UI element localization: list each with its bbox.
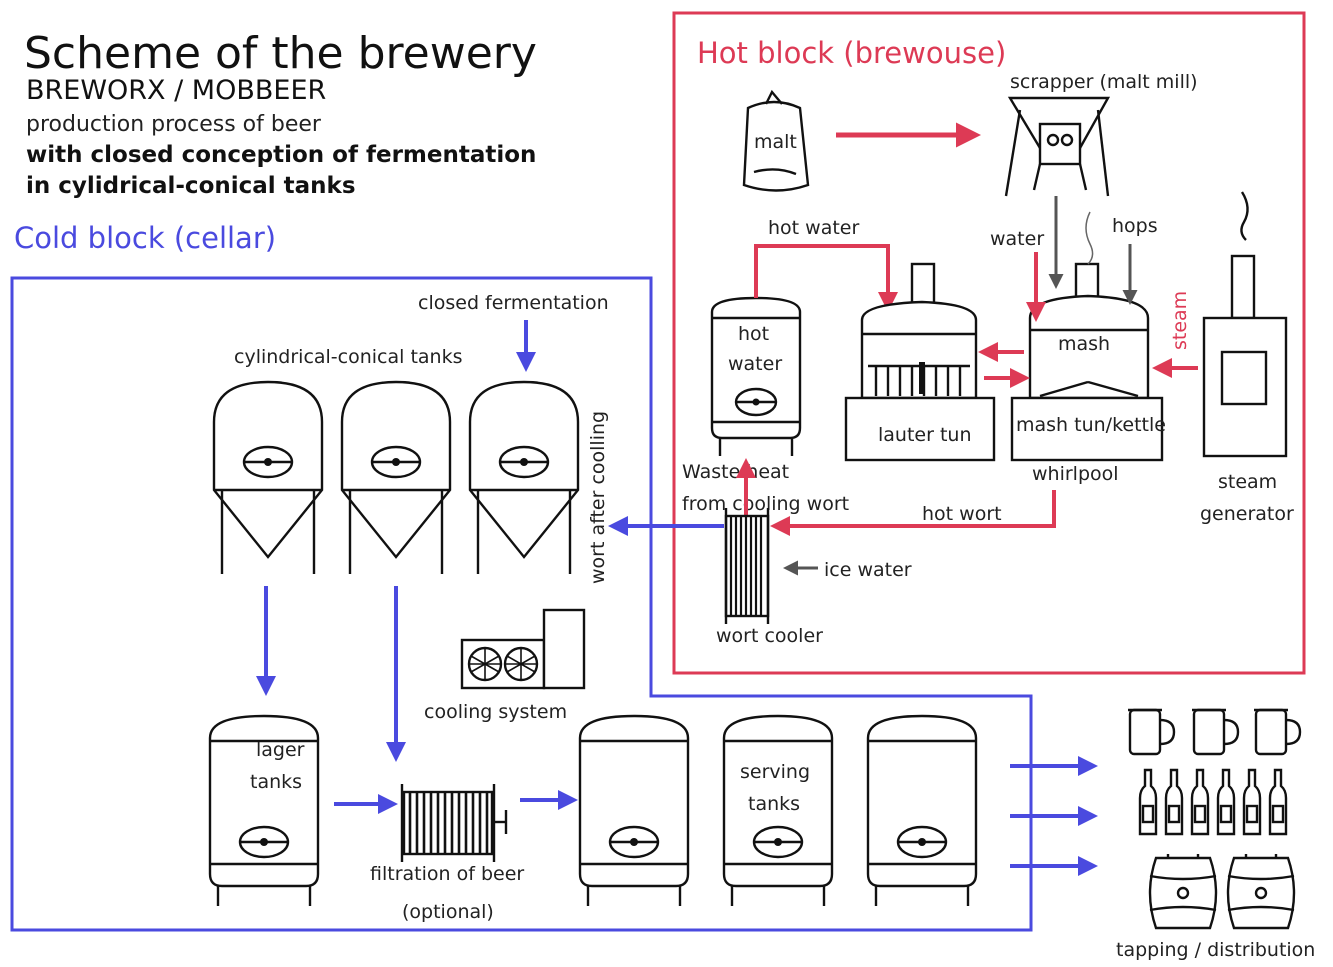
cooling-system: cooling system bbox=[424, 608, 586, 723]
wort-cooler: wort cooler bbox=[716, 508, 823, 647]
hops-label: hops bbox=[1112, 215, 1158, 237]
wort-after-cooling-label: wort after coolling bbox=[587, 411, 609, 584]
steam-label: steam bbox=[1169, 291, 1191, 350]
description-line-2: with closed conception of fermentation bbox=[26, 142, 536, 168]
hot-water-tank-label-2: water bbox=[728, 353, 782, 375]
lager-label-1: lager bbox=[256, 739, 305, 761]
lager-label-2: tanks bbox=[250, 771, 302, 793]
beer-bottle-icon bbox=[1190, 768, 1210, 836]
waste-heat-label-1: Waste heat bbox=[682, 461, 789, 483]
hot-wort-arrow bbox=[770, 490, 1056, 536]
malt-mill: scrapper (malt mill) bbox=[1004, 71, 1198, 197]
mash-tun: mash mash tun/kettle bbox=[1010, 262, 1166, 462]
hot-wort-label: hot wort bbox=[922, 503, 1002, 525]
cc-tank-1 bbox=[212, 380, 324, 576]
steam-generator-label-1: steam bbox=[1218, 471, 1277, 493]
filtration-label: filtration of beer bbox=[370, 863, 524, 885]
description-line-3: in cylidrical-conical tanks bbox=[26, 173, 356, 199]
cc-tanks-label: cylindrical-conical tanks bbox=[234, 346, 463, 368]
malt-label: malt bbox=[754, 131, 797, 153]
hot-water-pipe-arrow bbox=[754, 244, 898, 312]
cc-tank-2 bbox=[340, 380, 452, 576]
steam-generator-label-2: generator bbox=[1200, 503, 1294, 525]
mash-label: mash bbox=[1058, 333, 1110, 355]
filtration-optional-label: (optional) bbox=[402, 901, 494, 923]
cc-tank-3 bbox=[468, 380, 580, 576]
cold-block-title: Cold block (cellar) bbox=[14, 221, 276, 255]
malt-sack: malt bbox=[742, 89, 810, 192]
beer-bottle-icon bbox=[1138, 768, 1158, 836]
serving-label-2: tanks bbox=[748, 793, 800, 815]
whirlpool-label: whirlpool bbox=[1032, 463, 1119, 485]
serving-label-1: serving bbox=[740, 761, 810, 783]
water-label: water bbox=[990, 228, 1044, 250]
beer-keg-icon bbox=[1226, 852, 1296, 930]
description-line-1: production process of beer bbox=[26, 112, 322, 137]
hot-water-pipe-label: hot water bbox=[768, 217, 859, 239]
serving-tank-1 bbox=[578, 714, 690, 908]
closed-fermentation-label: closed fermentation bbox=[418, 292, 609, 314]
page-title: Scheme of the brewery bbox=[24, 28, 537, 79]
mash-tun-label: mash tun/kettle bbox=[1016, 414, 1166, 436]
lauter-tun: lauter tun bbox=[844, 262, 996, 462]
lauter-tun-label: lauter tun bbox=[878, 424, 972, 446]
ice-water-label: ice water bbox=[824, 559, 912, 581]
beer-mug-icon bbox=[1252, 708, 1302, 756]
wort-cooler-label: wort cooler bbox=[716, 625, 823, 647]
beer-filter: filtration of beer (optional) bbox=[370, 784, 524, 923]
hot-water-tank: hot water bbox=[710, 296, 802, 456]
beer-bottle-icon bbox=[1268, 768, 1288, 836]
vapor-wisp-mash bbox=[1085, 211, 1094, 265]
waste-heat-label-2: from cooling wort bbox=[682, 493, 849, 515]
beer-keg-icon bbox=[1148, 852, 1218, 930]
hot-block-border bbox=[672, 11, 1306, 675]
beer-bottle-icon bbox=[1216, 768, 1236, 836]
cold-block-border bbox=[10, 276, 1033, 932]
serving-tank-3 bbox=[866, 714, 978, 908]
page-subtitle: BREWORX / MOBBEER bbox=[26, 75, 326, 106]
hot-water-tank-label-1: hot bbox=[738, 323, 769, 345]
steam-generator: steam generator bbox=[1200, 191, 1294, 525]
tapping-label: tapping / distribution bbox=[1116, 939, 1315, 961]
hot-block-title: Hot block (brewouse) bbox=[697, 36, 1006, 70]
beer-mug-icon bbox=[1126, 708, 1176, 756]
cooling-system-label: cooling system bbox=[424, 701, 567, 723]
scrapper-label: scrapper (malt mill) bbox=[1010, 71, 1198, 93]
beer-bottle-icon bbox=[1164, 768, 1184, 836]
beer-bottle-icon bbox=[1242, 768, 1262, 836]
beer-mug-icon bbox=[1190, 708, 1240, 756]
